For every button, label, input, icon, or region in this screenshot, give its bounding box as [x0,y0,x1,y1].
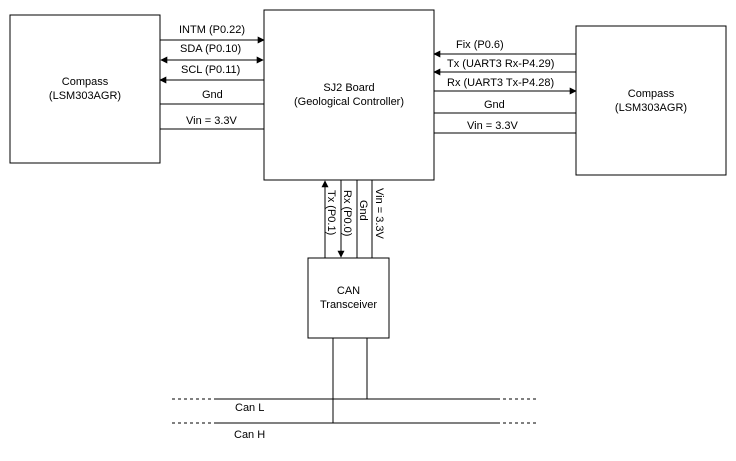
can-transceiver-title: CAN [337,285,360,297]
left-compass-title: Compass [62,76,109,88]
right-compass-title: Compass [628,88,675,100]
sj2-board-title: SJ2 Board [323,82,374,94]
right-gnd-label: Gnd [484,99,505,111]
left-vin-label: Vin = 3.3V [186,115,238,127]
can-transceiver-subtitle: Transceiver [320,299,377,311]
sda-label: SDA (P0.10) [180,43,241,55]
bottom-vin-label: Vin = 3.3V [373,188,385,240]
can-transceiver-block: CAN Transceiver [307,257,390,339]
right-compass-block: Compass (LSM303AGR) [575,25,727,176]
right-rx-label: Rx (UART3 Tx-P4.28) [447,77,554,89]
right-compass-model: (LSM303AGR) [615,102,687,114]
can-h-label: Can H [234,429,265,441]
right-links: Fix (P0.6) Tx (UART3 Rx-P4.29) Rx (UART3… [433,39,577,134]
scl-label: SCL (P0.11) [181,64,240,76]
can-l-label: Can L [235,402,264,414]
left-compass-block: Compass (LSM303AGR) [9,14,161,164]
left-compass-model: (LSM303AGR) [49,90,121,102]
bottom-gnd-label: Gnd [357,200,369,221]
left-gnd-label: Gnd [202,89,223,101]
bottom-rx-label: Rx (P0.0) [341,190,353,236]
bottom-links: Tx (P0.1) Rx (P0.0) Gnd Vin = 3.3V [321,180,385,258]
left-links: INTM (P0.22) SDA (P0.10) SCL (P0.11) Gnd… [159,24,265,130]
intm-label: INTM (P0.22) [179,24,245,36]
fix-label: Fix (P0.6) [456,39,504,51]
sj2-board-block: SJ2 Board (Geological Controller) [263,9,435,181]
sj2-board-subtitle: (Geological Controller) [294,96,404,108]
right-vin-label: Vin = 3.3V [467,120,519,132]
right-tx-label: Tx (UART3 Rx-P4.29) [447,58,554,70]
can-bus: Can L Can H [172,338,536,441]
bottom-tx-label: Tx (P0.1) [325,190,337,235]
